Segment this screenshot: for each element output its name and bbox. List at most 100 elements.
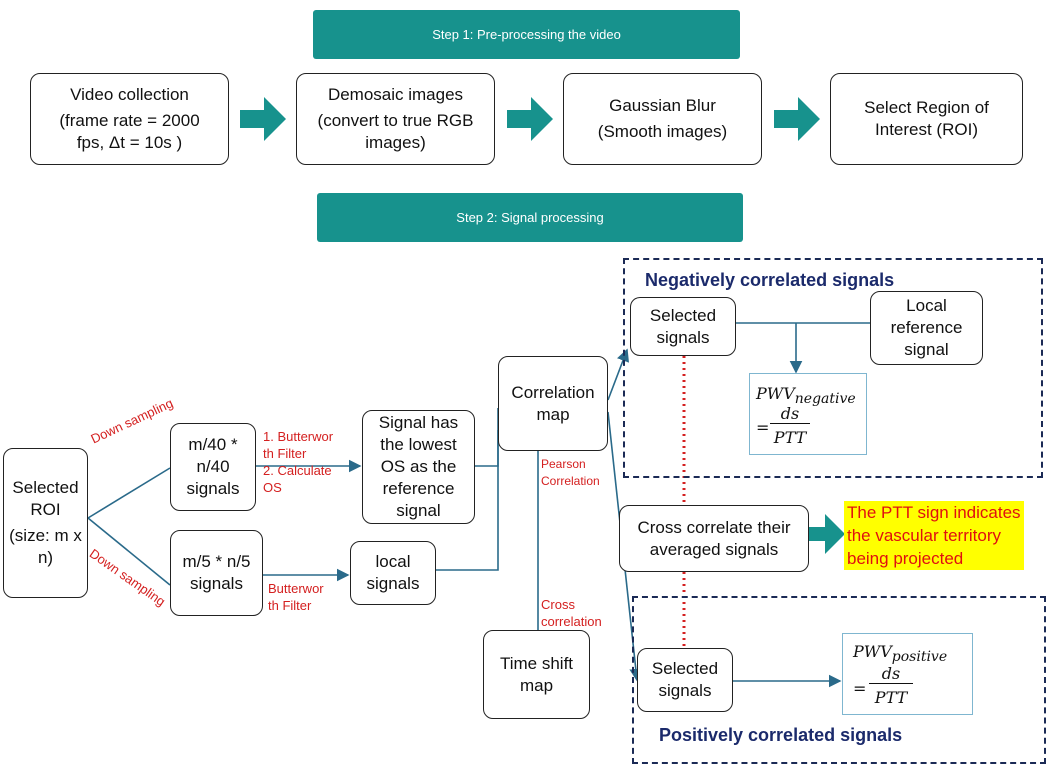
local-to-corr-line xyxy=(436,430,499,571)
note-line: The PTT sign indicates xyxy=(847,503,1021,522)
positive-region xyxy=(632,596,1046,764)
formula-numerator: ds xyxy=(770,404,810,424)
box-line: Selected xyxy=(12,478,79,497)
box-line: Signal has xyxy=(378,413,459,432)
step2-banner: Step 2: Signal processing xyxy=(317,193,743,242)
step1-label: Step 1: Pre-processing the video xyxy=(432,27,621,42)
correlation-map-box: Correlation map xyxy=(498,356,608,451)
box-line: Correlation xyxy=(511,382,595,402)
box-line: reference xyxy=(890,318,963,337)
cross-correlation-label: Cross correlation xyxy=(541,596,602,630)
box-line: OS as the xyxy=(380,457,457,476)
cross-correlate-box: Cross correlate their averaged signals xyxy=(619,505,809,572)
box-line: map xyxy=(519,675,554,695)
box-line: m/5 * n/5 xyxy=(182,552,251,571)
formula-numerator: ds xyxy=(869,664,913,684)
step1-arrow-1-icon xyxy=(240,97,286,141)
step1-arrow-3-icon xyxy=(774,97,820,141)
label-line: Butterwor xyxy=(268,581,324,596)
box-line: signals xyxy=(656,327,710,347)
label-line: 1. Butterwor xyxy=(263,429,334,444)
m40-signals-box: m/40 * n/40 signals xyxy=(170,423,256,511)
formula-denominator: PTT xyxy=(874,688,908,707)
formula-pwv: PWV xyxy=(756,384,795,403)
label-line: Pearson xyxy=(541,457,586,471)
negative-title: Negatively correlated signals xyxy=(645,270,895,290)
formula-pwv: PWV xyxy=(853,642,892,661)
box-line: signal xyxy=(396,501,441,520)
box-line: n) xyxy=(37,548,54,567)
box-line: m/40 * xyxy=(188,435,238,454)
m5-signals-box: m/5 * n/5 signals xyxy=(170,530,263,616)
video-collection-box: Video collection (frame rate = 2000 fps,… xyxy=(30,73,229,165)
box-line: Video collection xyxy=(70,85,189,104)
formula-equals: = xyxy=(756,418,770,437)
box-line: reference xyxy=(382,479,455,498)
selected-roi-box: Selected ROI (size: m x n) xyxy=(3,448,88,598)
box-line: (convert to true RGB xyxy=(317,111,474,130)
demosaic-box: Demosaic images (convert to true RGB ima… xyxy=(296,73,495,165)
step2-label: Step 2: Signal processing xyxy=(456,210,604,225)
box-line: Selected xyxy=(649,305,717,325)
os-to-corr-line xyxy=(475,408,499,467)
box-line: (Smooth images) xyxy=(597,122,728,141)
label-line: Correlation xyxy=(541,474,600,488)
box-line: signal xyxy=(904,340,949,359)
box-line: signals xyxy=(190,574,243,593)
box-line: Time shift xyxy=(499,653,574,673)
box-line: (frame rate = 2000 xyxy=(59,111,200,130)
box-line: Select Region of xyxy=(864,98,989,117)
step1-banner: Step 1: Pre-processing the video xyxy=(313,10,740,59)
local-signals-box: local signals xyxy=(350,541,436,605)
box-line: averaged signals xyxy=(649,539,779,559)
negative-region xyxy=(623,258,1043,478)
note-line: the vascular territory xyxy=(847,526,1001,545)
box-line: map xyxy=(536,404,570,424)
box-line: images) xyxy=(365,133,426,152)
label-line: th Filter xyxy=(263,446,307,461)
box-line: n/40 xyxy=(196,457,230,476)
positive-selected-signals-box: Selected signals xyxy=(637,648,733,712)
label-line: correlation xyxy=(541,614,602,629)
box-line: Demosaic images xyxy=(327,85,464,104)
butterworth-os-label: 1. Butterwor th Filter 2. Calculate OS xyxy=(263,428,333,496)
lowest-os-box: Signal has the lowest OS as the referenc… xyxy=(362,410,475,524)
box-line: ROI xyxy=(30,500,61,519)
formula-subscript: negative xyxy=(794,391,856,408)
label-line: OS xyxy=(263,480,282,495)
step1-arrow-2-icon xyxy=(507,97,553,141)
label-line: Cross xyxy=(541,597,575,612)
box-line: Local xyxy=(906,296,947,315)
formula-denominator: PTT xyxy=(773,428,807,447)
label-line: th Filter xyxy=(268,598,312,613)
note-line: being projected xyxy=(847,549,964,568)
box-line: Interest (ROI) xyxy=(875,120,978,139)
box-line: Cross correlate their xyxy=(637,517,791,537)
roi-to-m5-line xyxy=(87,517,171,586)
box-line: fps, Δt = 10s ) xyxy=(76,133,183,152)
box-line: signals xyxy=(366,574,420,593)
box-line: local xyxy=(375,552,411,571)
butterworth-label: Butterwor th Filter xyxy=(268,580,324,614)
note-arrow-icon xyxy=(809,514,845,554)
box-line: signals xyxy=(658,681,712,700)
pwv-positive-formula: PWVpositive = ds PTT xyxy=(842,633,973,715)
gaussian-blur-box: Gaussian Blur (Smooth images) xyxy=(563,73,762,165)
positive-title: Positively correlated signals xyxy=(659,725,903,745)
box-line: the lowest xyxy=(380,435,457,454)
time-shift-map-box: Time shift map xyxy=(483,630,590,719)
box-line: (size: m x xyxy=(9,526,82,545)
box-line: Selected xyxy=(651,659,719,678)
formula-equals: = xyxy=(853,679,867,698)
box-line: Gaussian Blur xyxy=(609,96,716,115)
select-roi-box: Select Region of Interest (ROI) xyxy=(830,73,1023,165)
ptt-sign-note: The PTT sign indicates the vascular terr… xyxy=(844,501,1024,570)
pwv-negative-formula: PWVnegative = ds PTT xyxy=(749,373,867,455)
roi-to-m40-line xyxy=(87,467,171,519)
local-reference-signal-box: Local reference signal xyxy=(870,291,983,365)
negative-selected-signals-box: Selected signals xyxy=(630,297,736,356)
formula-subscript: positive xyxy=(891,649,948,666)
pearson-label: Pearson Correlation xyxy=(541,456,600,490)
label-line: 2. Calculate xyxy=(263,463,332,478)
box-line: signals xyxy=(186,479,240,498)
